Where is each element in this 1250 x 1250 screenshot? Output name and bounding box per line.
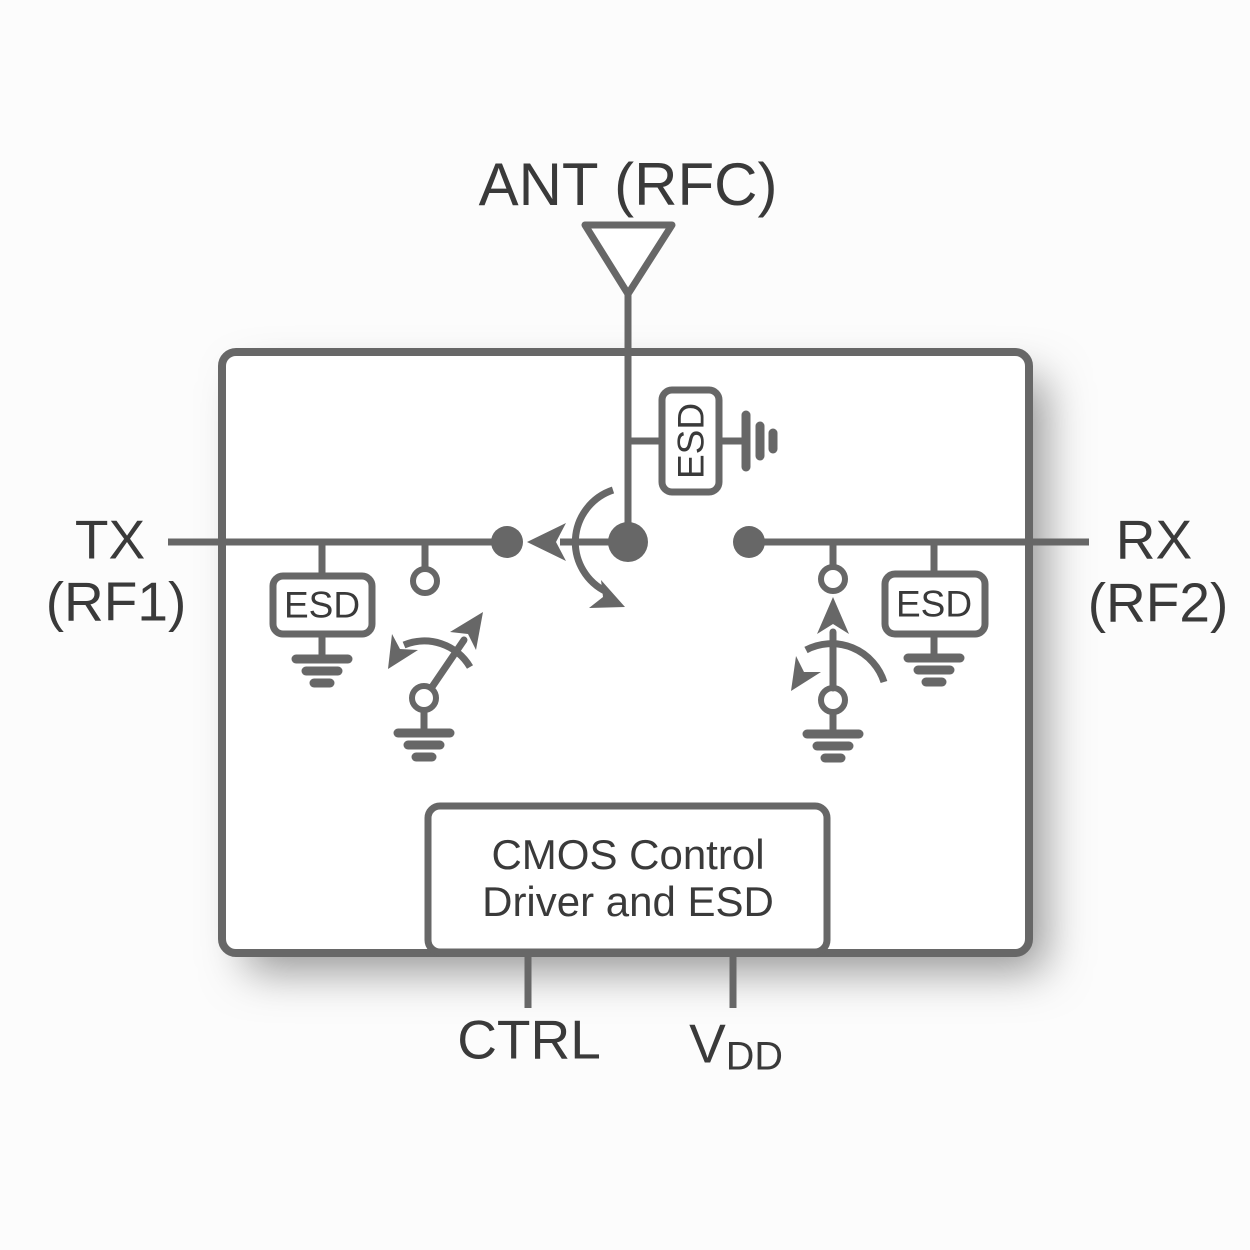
esd-block-tx: [269, 542, 376, 688]
antenna-icon: [581, 221, 676, 545]
tx-port-sublabel: (RF1): [45, 570, 187, 633]
ground-icon-tx-esd: [291, 654, 353, 688]
series-spdt-switch: [491, 486, 765, 608]
esd-label-tx: ESD: [283, 584, 361, 626]
vdd-subscript: DD: [725, 1034, 783, 1079]
esd-label-rx: ESD: [895, 583, 973, 625]
rx-port-sublabel: (RF2): [1087, 571, 1229, 634]
shunt-switch-rx: [791, 542, 888, 763]
ground-icon-rx-esd: [903, 653, 965, 687]
esd-block-ant: [628, 386, 778, 496]
ant-port-label: ANT (RFC): [478, 151, 778, 218]
esd-block-rx: [881, 542, 989, 687]
shunt-switch-tx: [388, 542, 483, 762]
switch-motion-arc: [571, 486, 615, 596]
ctrl-pin-label: CTRL: [457, 1008, 601, 1071]
rx-port-label: RX: [1115, 508, 1193, 571]
cmos-box-label-line1: CMOS Control: [491, 831, 765, 878]
ground-icon-tx-shunt: [393, 728, 455, 762]
cmos-driver-box: [424, 802, 831, 956]
cmos-box-label-line2: Driver and ESD: [482, 878, 774, 925]
antenna-pole-dot: [608, 522, 648, 562]
tx-port-label: TX: [74, 508, 146, 571]
esd-label-ant: ESD: [670, 402, 712, 480]
ground-icon-rx-shunt: [802, 729, 864, 763]
vdd-pin-label: VDD: [689, 1016, 783, 1076]
rx-contact-dot: [733, 526, 765, 558]
ground-icon-ant: [741, 410, 778, 472]
tx-contact-dot: [491, 526, 523, 558]
vdd-letter: V: [689, 1012, 726, 1075]
switch-arm-arrowhead: [527, 523, 566, 561]
